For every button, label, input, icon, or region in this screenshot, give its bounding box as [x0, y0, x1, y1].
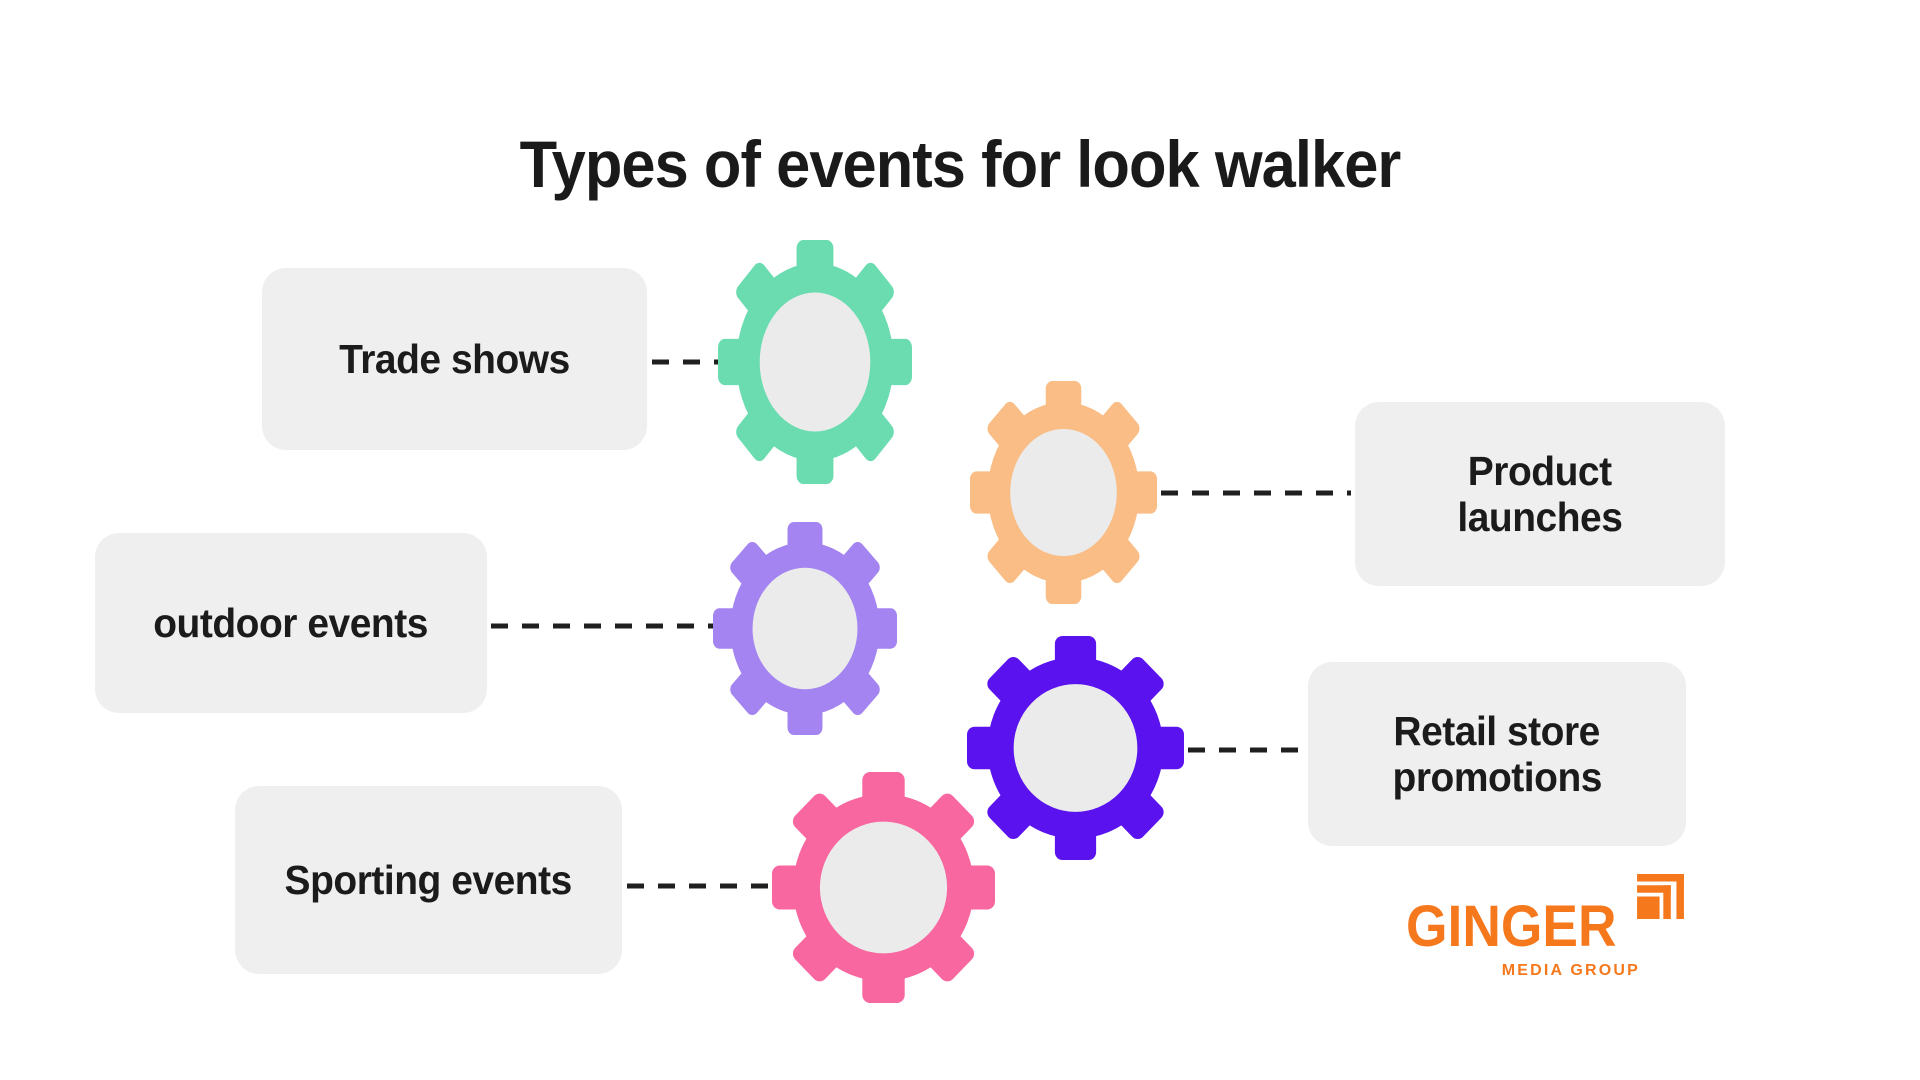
- label-line: Retail store: [1393, 707, 1601, 754]
- logo-subtitle: MEDIA GROUP: [1501, 962, 1640, 979]
- label-box-product-launches: Product launches: [1355, 402, 1725, 586]
- gear-icon-retail-store-promotions: [967, 636, 1184, 860]
- label-box-outdoor-events: outdoor events: [95, 533, 487, 713]
- gear-icon-outdoor-events: [713, 522, 897, 735]
- label-line: launches: [1457, 494, 1623, 540]
- label-line: Trade shows: [339, 335, 570, 382]
- label-line: Sporting events: [284, 856, 573, 903]
- page-title: Types of events for look walker: [519, 127, 1402, 202]
- gear-icon-trade-shows: [718, 240, 912, 484]
- label-line: outdoor events: [153, 599, 429, 646]
- logo-name: GINGER: [1406, 894, 1617, 959]
- ginger-media-group-logo: GINGER MEDIA GROUP: [1406, 874, 1684, 992]
- label-box-retail-store-promotions: Retail store promotions: [1308, 662, 1686, 846]
- label-line: Product: [1468, 447, 1612, 494]
- label-box-sporting-events: Sporting events: [235, 786, 622, 974]
- label-line: promotions: [1392, 754, 1602, 800]
- gear-icon-sporting-events: [772, 772, 995, 1003]
- label-box-trade-shows: Trade shows: [262, 268, 647, 450]
- ginger-logo-squares-icon: [1637, 874, 1684, 919]
- gear-icon-product-launches: [970, 381, 1157, 604]
